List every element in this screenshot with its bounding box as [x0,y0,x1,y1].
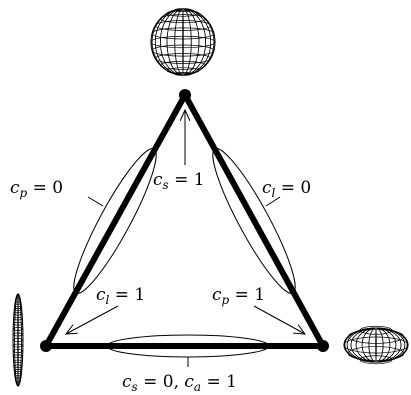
sphere-glyph [150,8,216,76]
triangle [43,92,326,349]
planar-glyph [343,325,409,365]
left-vertex [40,340,52,352]
right-vertex [317,340,329,352]
linear-glyph [12,293,24,387]
tick-cl0 [265,196,281,207]
label-cp1: cp = 1 [212,285,265,307]
top-vertex [179,89,191,101]
label-bottom: cs = 0, ca = 1 [122,372,237,394]
arrow-cp1 [253,305,305,334]
label-cl0: cl = 0 [262,178,311,200]
label-cp0: cp = 0 [10,178,63,200]
label-cl1: cl = 1 [96,285,145,307]
arrow-cl1 [66,305,119,334]
tick-cp0 [87,196,104,207]
label-cs1: cs = 1 [153,170,205,192]
